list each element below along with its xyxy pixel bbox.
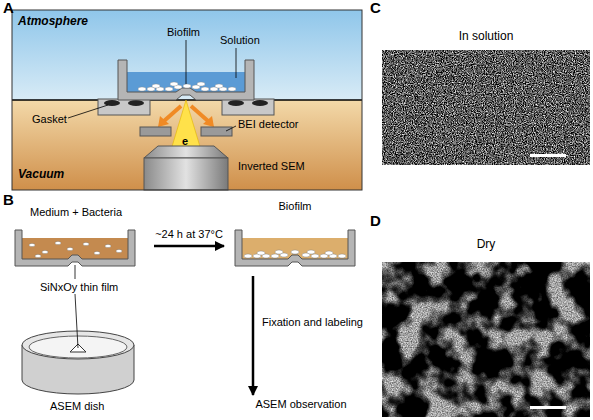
boundary-line (12, 99, 362, 101)
holder-block (98, 99, 150, 115)
micrograph-panel: In solution (380, 30, 592, 168)
sem-lens-top (144, 146, 228, 158)
atmosphere-region (12, 10, 362, 100)
culture-dish-2 (235, 230, 355, 266)
culture-dish-node: Medium + Bacteria (12, 206, 140, 270)
bei-detector (140, 127, 171, 136)
micrograph-panel: Dry (380, 238, 592, 418)
region-label: Atmosphere (18, 15, 88, 28)
part-label: SiNxOy thin film (40, 281, 118, 294)
holder-block (222, 99, 274, 115)
leader-lines (68, 40, 236, 131)
node-text: Dry (380, 238, 592, 251)
leader-lines (75, 265, 78, 348)
bei-detector (201, 127, 232, 136)
flow-arrow (252, 276, 255, 395)
inverted-sem (144, 158, 228, 190)
node-text: Biofilm (232, 200, 358, 213)
region-label: Vacuum (18, 168, 64, 181)
gasket-ring (128, 100, 144, 106)
micrograph-solution (382, 50, 590, 165)
culture-dish-1 (15, 230, 135, 266)
biofilm-cells (244, 250, 346, 258)
part-label: ASEM dish (50, 400, 104, 413)
gasket-ring (252, 100, 268, 106)
part-label: Gasket (32, 113, 67, 126)
panel-letter: C (370, 1, 381, 14)
panel-letter: D (370, 214, 381, 227)
edge-label: Fixation and labeling (262, 316, 363, 329)
flow-arrow (154, 245, 224, 248)
panel-letter: B (3, 193, 14, 206)
node-text: In solution (380, 30, 592, 43)
culture-dish-node: Biofilm (232, 200, 358, 270)
panel-a-scene (12, 10, 362, 190)
micrograph-dry (382, 262, 590, 417)
part-label: Inverted SEM (238, 160, 305, 173)
electron-symbol: e (182, 135, 188, 148)
gasket-ring (228, 100, 244, 106)
node-text: ASEM observation (240, 398, 362, 411)
edge-label: ~24 h at 37°C (155, 228, 223, 241)
backscatter-arrows (158, 106, 214, 127)
part-label: BEI detector (238, 118, 299, 131)
scale-bar (530, 154, 566, 157)
part-label: Biofilm (167, 26, 200, 39)
vacuum-region (12, 100, 362, 190)
scale-bar (530, 406, 566, 409)
dish-wall (15, 230, 135, 266)
step-node: ASEM observation (240, 398, 362, 416)
dish-wall (235, 230, 355, 266)
node-text: Medium + Bacteria (12, 206, 140, 219)
panel-letter: A (3, 1, 14, 14)
part-label: Solution (220, 34, 260, 47)
panel-frame (12, 10, 362, 190)
electron-beam (171, 100, 201, 150)
bacteria (29, 241, 122, 257)
biofilm-cells (138, 82, 236, 91)
asem-dish-3d (22, 331, 134, 394)
